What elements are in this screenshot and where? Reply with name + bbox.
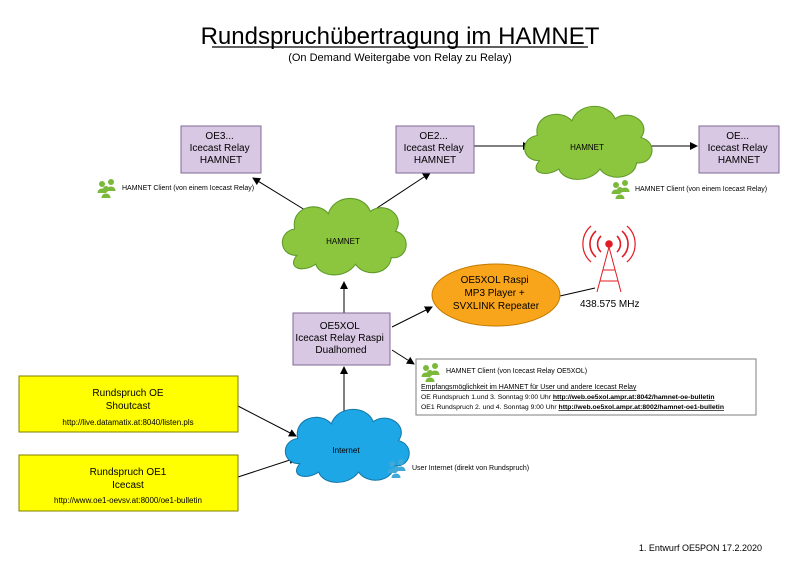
arrow-source-oe-to-internet [237,405,297,437]
internet-cloud-label: Internet [332,446,360,455]
raspi-node: OE5XOL Raspi MP3 Player + SVXLINK Repeat… [431,263,561,327]
info-line2-prefix: OE1 Rundspruch 2. und 4. Sonntag 9:00 Uh… [421,404,559,411]
hamnet-cloud-center-label: HAMNET [326,237,360,246]
info-line1-prefix: OE Rundspruch 1.und 3. Sonntag 9:00 Uhr [421,394,553,401]
source-oe-url[interactable]: http://live.datamatix.at:8040/listen.pls [62,418,193,427]
source-oe1-url[interactable]: http://www.oe1-oevsv.at:8000/oe1-bulleti… [54,496,202,505]
arrow-hamnet-to-oe2 [376,172,431,209]
hamnet-cloud-top: HAMNET [524,105,653,180]
relay-oe3-line3: HAMNET [200,155,242,166]
info-line2-link[interactable]: http://web.oe5xol.ampr.at:8002/hamnet-oe… [559,404,724,411]
relay-oe5xol: OE5XOL Icecast Relay Raspi Dualhomed [292,312,391,366]
source-oe1-type: Icecast [112,480,144,491]
relay-oe-line2: Icecast Relay [708,143,768,154]
people-icon [611,180,630,199]
raspi-line3: SVXLINK Repeater [453,301,540,312]
source-rundspruch-oe: Rundspruch OE Shoutcast http://live.data… [18,375,239,433]
svg-text:OE2... Icecast Relay: OE2... Icecast Relay HAMNET [404,131,467,166]
relay-oe5xol-line1: OE5XOL [320,321,360,332]
arrow-hamnet-to-oe3 [252,177,306,211]
source-oe-title: Rundspruch OE [92,388,163,399]
raspi-line1: OE5XOL Raspi [461,275,529,286]
info-box-heading: HAMNET Client (von Icecast Relay OE5XOL) [446,368,587,375]
raspi-line2: MP3 Player + [464,288,524,299]
info-box-subheading: Empfangsmöglichkeit im HAMNET für User u… [421,384,637,391]
hamnet-client-right: HAMNET Client (von einem Icecast Relay) [611,180,767,199]
arrow-source-oe1-to-internet [237,456,297,478]
svg-text:OE1 Rundspruch 2. und 4. Sonnt: OE1 Rundspruch 2. und 4. Sonntag 9:00 Uh… [421,404,724,411]
frequency-label: 438.575 MHz [580,299,639,310]
hamnet-cloud-center: HAMNET [281,197,407,276]
relay-oe5xol-line3: Dualhomed [315,345,366,356]
user-internet-label: User Internet (direkt von Rundspruch) [412,465,529,472]
svg-text:OE5XOL Raspi MP3 Player: OE5XOL Raspi MP3 Player + SVXLINK Repeat… [453,275,540,312]
hamnet-cloud-top-label: HAMNET [570,143,604,152]
relay-oe3: OE3... Icecast Relay HAMNET [180,125,262,174]
page-title: Rundspruchübertragung im HAMNET [201,23,600,50]
source-oe1-title: Rundspruch OE1 [90,467,167,478]
arrow-oe5xol-to-raspi [391,306,433,328]
antenna-icon [582,225,636,293]
svg-text:OE... Icecast Relay: OE... Icecast Relay HAMNET [708,131,771,166]
source-rundspruch-oe1: Rundspruch OE1 Icecast http://www.oe1-oe… [18,454,239,512]
relay-oe2-line3: HAMNET [414,155,456,166]
hamnet-client-left-label: HAMNET Client (von einem Icecast Relay) [122,185,254,192]
internet-cloud: Internet [284,408,410,483]
svg-text:OE3... Icecast Relay: OE3... Icecast Relay HAMNET [190,131,253,166]
connectors [237,142,698,478]
relay-oe-line1: OE... [726,131,749,142]
relay-oe2-line2: Icecast Relay [404,143,464,154]
svg-text:OE Rundspruch 1.und 3. Sonntag: OE Rundspruch 1.und 3. Sonntag 9:00 Uhr … [421,394,715,401]
svg-text:OE5XOL Icecast Relay Ras: OE5XOL Icecast Relay Raspi Dualhomed [295,321,386,356]
relay-oe2: OE2... Icecast Relay HAMNET [395,125,475,174]
relay-oe3-line1: OE3... [205,131,233,142]
source-oe-type: Shoutcast [106,401,151,412]
relay-oe3-line2: Icecast Relay [190,143,250,154]
info-box: HAMNET Client (von Icecast Relay OE5XOL)… [415,358,757,416]
hamnet-client-left: HAMNET Client (von einem Icecast Relay) [97,179,254,198]
relay-oe2-line1: OE2... [419,131,447,142]
relay-oe-line3: HAMNET [718,155,760,166]
hamnet-client-right-label: HAMNET Client (von einem Icecast Relay) [635,186,767,193]
user-internet: User Internet (direkt von Rundspruch) [387,459,529,478]
relay-oe5xol-line2: Icecast Relay Raspi [295,333,383,344]
relay-oe: OE... Icecast Relay HAMNET [698,125,780,174]
people-icon [97,179,116,198]
page-subtitle: (On Demand Weitergabe von Relay zu Relay… [288,52,512,64]
line-raspi-to-antenna [559,287,596,297]
footer-draft-note: 1. Entwurf OE5PON 17.2.2020 [639,543,762,553]
info-line1-link[interactable]: http://web.oe5xol.ampr.at:8042/hamnet-oe… [553,394,715,401]
arrow-oe5xol-to-infobox [391,349,415,365]
